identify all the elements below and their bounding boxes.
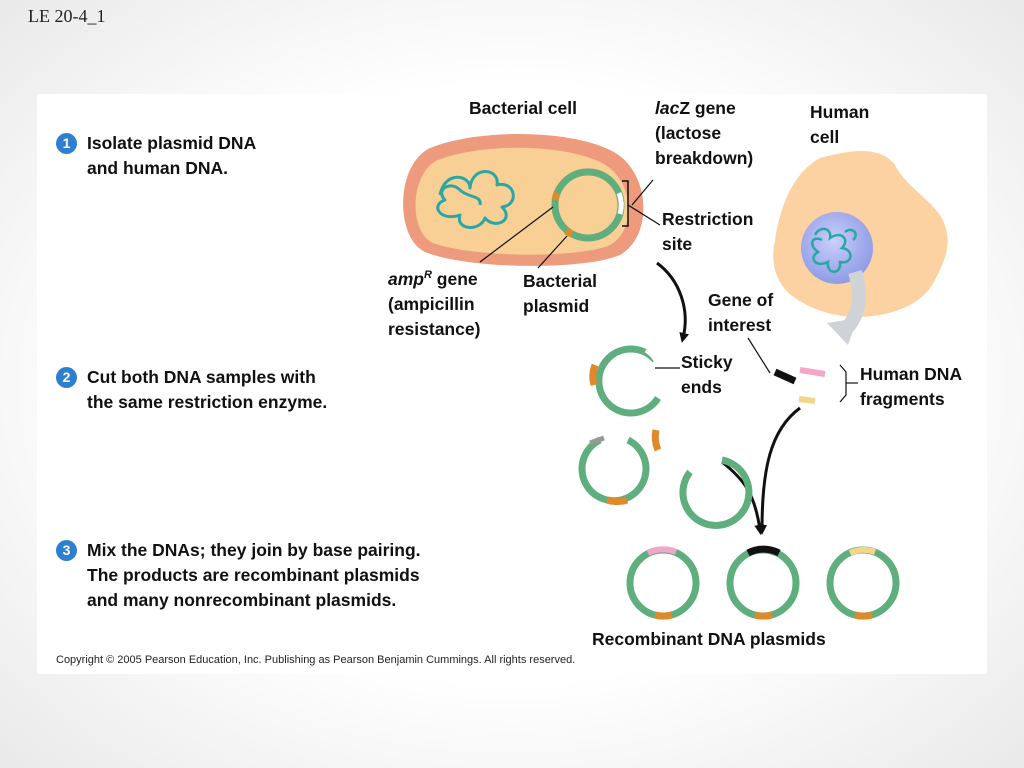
label-bacterial-cell: Bacterial cell	[469, 98, 577, 118]
lacz-rest: Z gene	[679, 98, 736, 118]
step-3-badge: 3	[56, 540, 77, 561]
step-1-badge: 1	[56, 133, 77, 154]
lacz-italic: lac	[655, 98, 680, 118]
human-dna-fragments	[773, 367, 826, 404]
bacterial-chromosome	[436, 170, 515, 229]
leader-lines	[479, 179, 858, 403]
step-2-line-1: Cut both DNA samples with	[87, 367, 316, 387]
label-recombinant-dna-plasmids: Recombinant DNA plasmids	[592, 629, 826, 649]
ampr-italic: amp	[388, 268, 424, 289]
step-2-badge: 2	[56, 367, 77, 388]
cut-plasmid-b	[578, 435, 650, 506]
label-lacz-gene: lacZ gene (lactose breakdown)	[655, 96, 753, 171]
step-2-line-2: the same restriction enzyme.	[87, 392, 328, 412]
recombinant-plasmid-yellow	[826, 546, 900, 620]
copyright-notice: Copyright © 2005 Pearson Education, Inc.…	[56, 654, 576, 666]
label-gene-of-interest: Gene of interest	[708, 290, 774, 335]
recombinant-plasmid-black	[726, 545, 800, 620]
ampr-sup: R	[423, 269, 432, 281]
label-human-dna-fragments: Human DNA fragments	[860, 364, 963, 409]
human-cell	[773, 150, 948, 345]
step-1-line-1: Isolate plasmid DNA	[87, 133, 257, 153]
bacterial-plasmid	[551, 168, 625, 242]
step-3-line-1: Mix the DNAs; they join by base pairing.	[87, 540, 421, 560]
label-human-cell: Human cell	[810, 102, 870, 147]
bacterial-cell	[403, 133, 644, 266]
lacz-line-3: breakdown)	[655, 148, 754, 168]
slide-title: LE 20-4_1	[28, 6, 106, 26]
ampr-line-3: resistance)	[388, 318, 481, 339]
ampr-rest: gene	[431, 268, 478, 289]
recombinant-plasmid-pink	[626, 546, 700, 620]
step-1-line-2: and human DNA.	[87, 158, 228, 178]
cut-plasmid-c	[651, 429, 753, 529]
label-bacterial-plasmid: Bacterial plasmid	[523, 271, 597, 316]
label-restriction-site: Restriction site	[662, 209, 754, 254]
label-sticky-ends: Sticky ends	[681, 352, 733, 397]
label-ampr-gene: ampR gene (ampicillin resistance)	[388, 263, 480, 342]
step-3-line-3: and many nonrecombinant plasmids.	[87, 590, 397, 610]
cut-plasmid-a	[589, 345, 661, 417]
ampr-line-2: (ampicillin	[388, 293, 475, 314]
lacz-line-2: (lactose	[655, 123, 722, 143]
step-3-line-2: The products are recombinant plasmids	[87, 565, 420, 585]
human-chromosomes	[810, 227, 857, 273]
